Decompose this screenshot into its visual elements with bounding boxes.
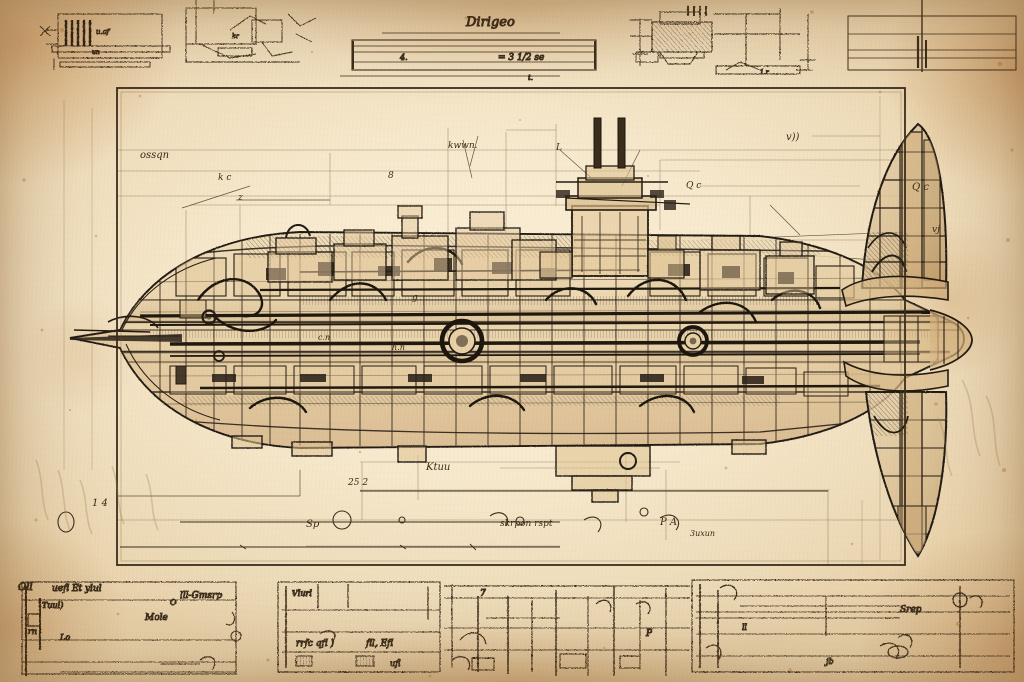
svg-text:7: 7 xyxy=(480,589,486,599)
upper-left-note-1: u.cf xyxy=(96,28,111,36)
anno-margin-number: 1 4 xyxy=(92,498,108,509)
upper-left-assembly-sketch: hr xyxy=(185,0,317,63)
svg-text:rrfc qfl ): rrfc qfl ) xyxy=(296,638,334,649)
anno-scale-mark: 25 2 xyxy=(347,478,368,488)
anno-small-c: g xyxy=(412,293,418,303)
anno-aft-sub: 3uxun xyxy=(690,529,715,538)
plate-title-scrawl: Dirigeo xyxy=(465,15,515,30)
secondary-hatch-port xyxy=(677,325,709,357)
main-drawing-frame xyxy=(116,87,906,566)
forward-porthole-lower xyxy=(213,350,225,362)
svg-text:Tuul): Tuul) xyxy=(42,601,63,610)
forward-machinery-cluster xyxy=(267,205,557,283)
svg-text:ufl: ufl xyxy=(390,659,401,668)
upper-center-rail-section: Dirigeo 4. = 3 1/2 se t. xyxy=(340,15,597,83)
svg-text:P: P xyxy=(645,629,653,639)
anno-small-a: z xyxy=(237,193,243,203)
anno-ossqn: ossqn xyxy=(140,150,169,161)
anno-lower-bay: Ktuu xyxy=(425,462,450,473)
upper-right-engine-sketch: 1.r xyxy=(630,6,816,76)
upper-detail-band: u.cf un hr Dirigeo xyxy=(39,0,1017,83)
anno-centre-span: skrpon rspt xyxy=(500,519,553,529)
svg-text:rn: rn xyxy=(28,627,37,636)
svg-text:hr: hr xyxy=(232,33,240,40)
anno-aft-detail: P A xyxy=(659,517,677,528)
svg-text:jb: jb xyxy=(824,657,834,666)
rail-note-left: 4. xyxy=(399,53,408,62)
upper-left-mechanism-sketch: u.cf un xyxy=(39,13,171,70)
bow-ram-spar xyxy=(70,315,182,342)
upper-left-note-2: un xyxy=(92,49,100,56)
svg-text:Lo: Lo xyxy=(59,633,70,642)
lower-right-elevation-panel: Srep ll jb xyxy=(691,579,1015,673)
anno-kwwn: kwwn. xyxy=(448,141,478,151)
anno-k-c: k c xyxy=(218,173,231,183)
svg-text:ll: ll xyxy=(742,623,748,632)
primary-hatch-port xyxy=(439,318,485,364)
stern-cap-nacelle xyxy=(929,309,973,371)
anno-small-f: Q c xyxy=(912,182,929,193)
forward-porthole xyxy=(201,309,217,325)
conning-tower xyxy=(539,117,691,279)
vessel-longitudinal-section xyxy=(69,117,973,558)
lower-detail-band: Oll uefl Et ylul lll-Gmsrp Tuul) rn Mole… xyxy=(18,579,1015,676)
svg-text:Vlurl: Vlurl xyxy=(292,589,312,598)
svg-text:Srep: Srep xyxy=(900,605,922,615)
anno-mast-height: L xyxy=(555,143,562,153)
svg-text:uefl Et ylul: uefl Et ylul xyxy=(52,584,102,594)
svg-text:t.: t. xyxy=(528,74,533,82)
upper-right-ruled-table xyxy=(847,0,1017,72)
anno-keel-run: Sp xyxy=(306,519,320,530)
anno-stern: v)) xyxy=(786,132,800,143)
keel-gondola xyxy=(231,435,767,503)
anno-small-b: 8 xyxy=(388,171,394,181)
lower-left-schedule-panel: Oll uefl Et ylul lll-Gmsrp Tuul) rn Mole… xyxy=(18,581,242,676)
lower-center-right-schematic: 7 P xyxy=(444,584,690,676)
anno-small-e: h.n xyxy=(392,343,405,352)
anno-small-d: c.n xyxy=(318,333,330,342)
svg-text:Oll: Oll xyxy=(18,582,33,593)
margin-ghost-scrawls xyxy=(35,379,1001,535)
lower-center-ruled-panel: Vlurl rrfc qfl ) fll, Efl ufl xyxy=(277,581,441,673)
hatch-ports xyxy=(201,309,709,364)
svg-text:1.r: 1.r xyxy=(760,69,770,76)
plate-annotations: ossqn k c kwwn. L Q c v)) Ktuu 25 2 Sp s… xyxy=(57,132,940,551)
anno-starboard: Q c xyxy=(686,181,701,191)
anno-small-g: vj xyxy=(932,225,940,235)
svg-text:Mole: Mole xyxy=(144,613,168,623)
svg-text:lll-Gmsrp: lll-Gmsrp xyxy=(180,591,222,601)
svg-text:fll, Efl: fll, Efl xyxy=(365,639,393,649)
rail-note-right: = 3 1/2 se xyxy=(498,53,544,63)
aft-machinery-block xyxy=(699,235,815,295)
svg-text:O: O xyxy=(170,598,177,607)
